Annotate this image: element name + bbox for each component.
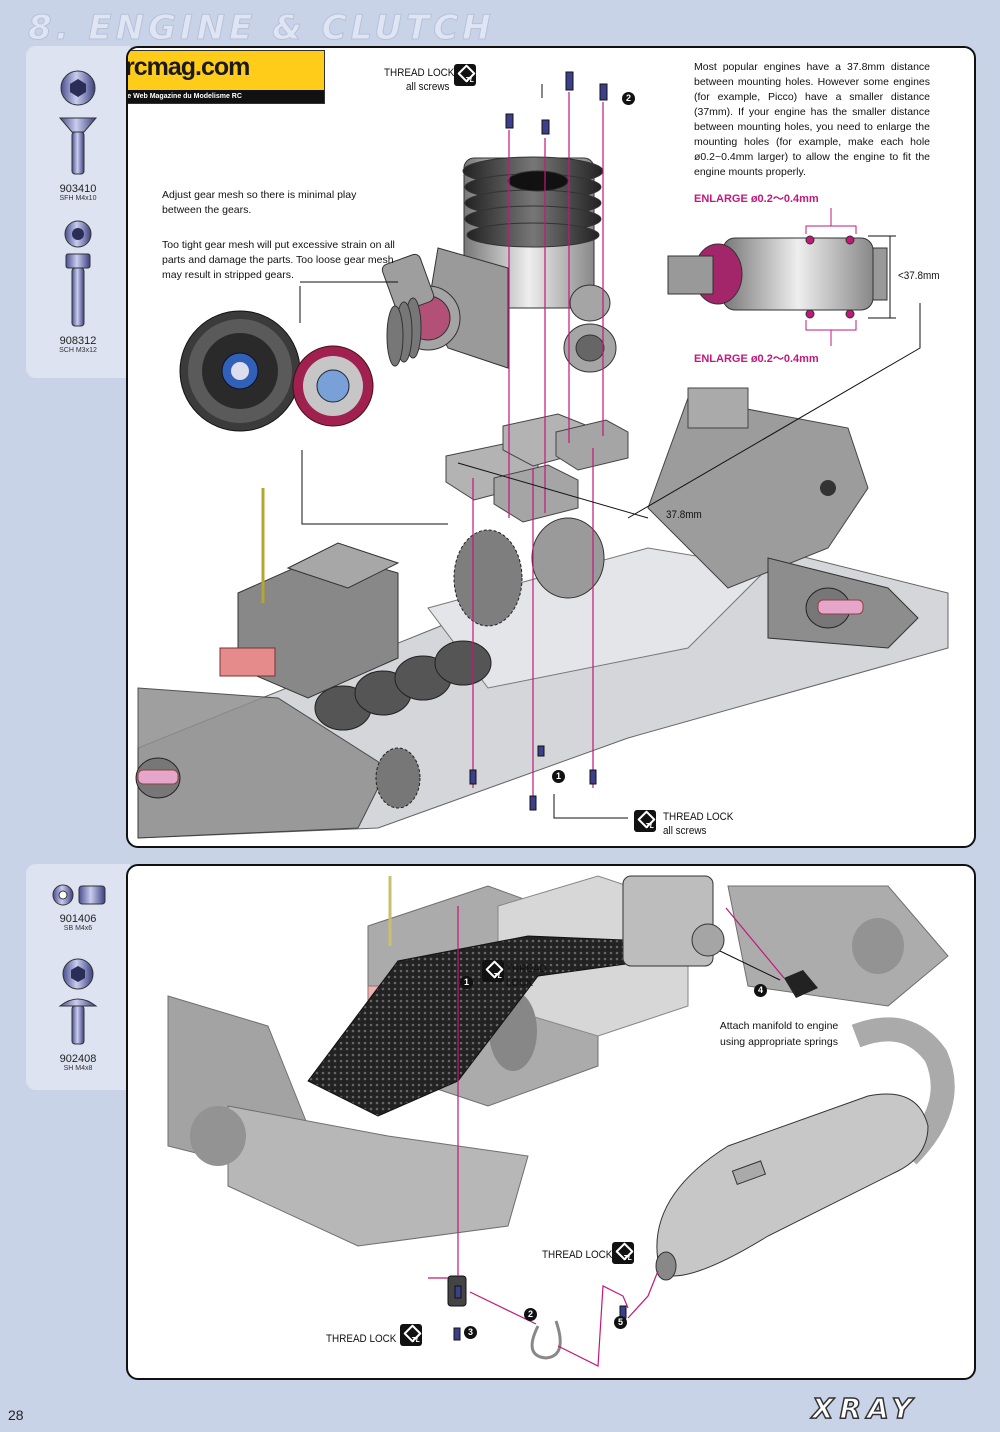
battery-pack (314, 640, 492, 731)
threadlock-sublabel: all screws (663, 825, 707, 837)
manifold-note: Attach manifold to engine using appropri… (719, 1020, 839, 1048)
threadlock-icon-text: TL (411, 1337, 420, 1344)
threadlock-label: THREAD LOCK (542, 1249, 613, 1261)
engine-top (622, 875, 725, 967)
step-marker-2: 2 (622, 92, 635, 105)
brand-logo: XRAY (811, 1391, 918, 1426)
threadlock-label: THREAD LOCK (663, 811, 734, 823)
exhaust-install-illustration (167, 875, 955, 1367)
part-desc: SB M4x6 (63, 925, 93, 932)
mount-distance: 37.8mm (666, 509, 702, 521)
page-number: 28 (8, 1407, 24, 1423)
gear-mesh-note: Adjust gear mesh so there is minimal pla… (162, 189, 357, 216)
step-marker-1: 1 (552, 770, 565, 783)
enlarge-label-top: ENLARGE ø0.2～0.4mm (694, 193, 819, 205)
engine-side-view (667, 235, 888, 319)
step-marker-3: 3 (464, 1326, 477, 1339)
part-number: 903410 (59, 183, 97, 195)
threadlock-icon: TL (400, 1324, 422, 1346)
step-panel-engine-mount: rcmag.com Le Web Magazine du Modelisme R… (126, 46, 976, 848)
part-901406: 901406 SB M4x6 (28, 882, 128, 932)
exhaust-spring (530, 1320, 562, 1360)
gear-mesh-detail (179, 310, 374, 432)
threadlock-icon: TL (634, 810, 656, 832)
cap-head-screw-icon (64, 220, 92, 327)
section-title: 8. ENGINE & CLUTCH (28, 8, 495, 49)
threadlock-label-line2: LOCK (506, 977, 533, 989)
threadlock-icon-text: TL (465, 77, 474, 84)
engine (381, 156, 617, 373)
threadlock-label: THREAD LOCK (384, 67, 455, 79)
part-number: 901406 (59, 913, 97, 925)
threadlock-sublabel: all screws (406, 81, 450, 93)
part-desc: SH M4x8 (63, 1065, 93, 1072)
threadlock-icon-text: TL (645, 823, 654, 830)
threadlock-icon-text: TL (623, 1255, 632, 1262)
engine-screws (505, 71, 608, 135)
logo-tagline: Le Web Magazine du Modelisme RC (128, 90, 324, 103)
gear-mesh-warning: Too tight gear mesh will put excessive s… (162, 239, 395, 281)
parts-sidebar-bottom: 901406 SB M4x6 902408 SH M4x8 (26, 864, 130, 1090)
threadlock-icon: TL (612, 1242, 634, 1264)
part-number: 908312 (59, 335, 97, 347)
part-902408: 902408 SH M4x8 (28, 956, 128, 1072)
logo-site: rcmag.com (126, 53, 250, 81)
part-903410: 903410 SFH M4x10 (28, 68, 128, 202)
threadlock-icon: TL (482, 960, 504, 982)
enlarge-label-bottom: ENLARGE ø0.2～0.4mm (694, 353, 819, 365)
step-marker-1: 1 (460, 976, 473, 989)
step-marker-2: 2 (524, 1308, 537, 1321)
part-number: 902408 (59, 1053, 97, 1065)
part-desc: SCH M3x12 (59, 347, 97, 354)
chassis-screws (469, 745, 597, 811)
step-marker-4: 4 (754, 984, 767, 997)
button-head-screw-icon (58, 958, 98, 1045)
rcmag-logo: rcmag.com Le Web Magazine du Modelisme R… (126, 50, 325, 104)
threadlock-label-line1: THREAD (506, 963, 547, 975)
flat-head-screw-icon (58, 70, 98, 175)
step-panel-exhaust: TL THREAD LOCK 1 4 Attach manifold to en… (126, 864, 976, 1380)
engine-mount-note: Most popular engines have a 37.8mm dista… (694, 61, 930, 178)
manifold-gasket (784, 970, 818, 998)
step-marker-5: 5 (614, 1316, 627, 1329)
tuned-pipe (655, 1017, 955, 1281)
part-908312: 908312 SCH M3x12 (28, 218, 128, 354)
part-desc: SFH M4x10 (59, 195, 97, 202)
threadlock-icon-text: TL (493, 973, 502, 980)
mount-distance-side: <37.8mm (898, 270, 940, 282)
ball-bearing-icon (52, 884, 106, 906)
parts-sidebar-top: 903410 SFH M4x10 908312 SCH M3x12 (26, 46, 130, 378)
engine-mount-illustration (135, 71, 949, 839)
threadlock-label: THREAD LOCK (326, 1333, 397, 1345)
threadlock-icon: TL (454, 64, 476, 86)
